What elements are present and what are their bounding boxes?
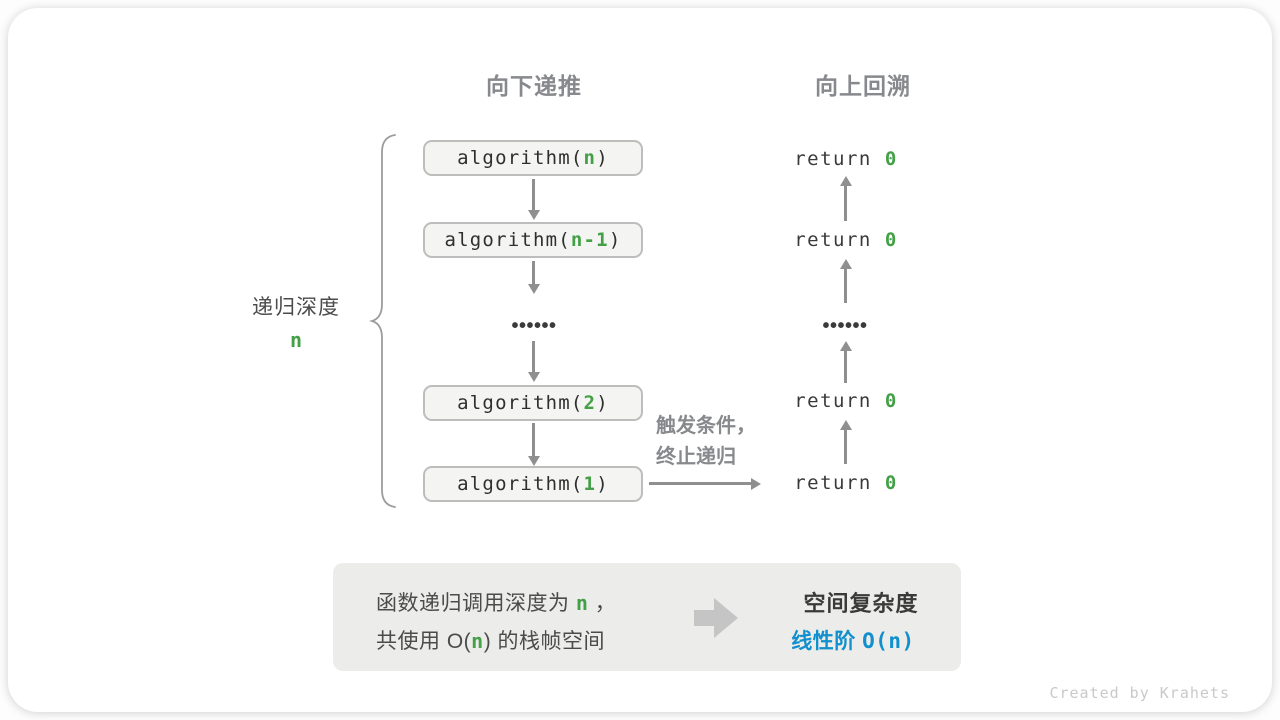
ellipsis-right: •••••• [822,315,868,337]
call-box-2: algorithm(2) [423,385,643,421]
text-segment: 函数递归调用深度为 [376,592,576,615]
text-segment: n [575,591,589,615]
up-arrow-icon [844,186,847,221]
ellipsis-left: •••••• [511,315,557,337]
down-arrow-icon [532,341,535,372]
brace-icon [368,134,396,508]
trigger-note-line2: 终止递归 [656,446,736,468]
call-text: algorithm( [457,392,584,414]
return-value: 0 [884,148,898,170]
return-text: return [794,229,885,251]
call-text: ) [596,147,609,169]
call-text: algorithm( [444,229,571,251]
up-arrow-icon [844,430,847,464]
call-text: ) [596,473,609,495]
call-box-n-1: algorithm(n-1) [423,222,643,258]
return-value: 0 [884,472,898,494]
text-segment: n [471,629,484,653]
return-text: return [794,148,885,170]
return-line: return 0 [756,148,936,170]
header-descend: 向下递推 [486,73,582,99]
depth-value: n [289,328,303,352]
trigger-note-line1: 触发条件， [656,415,756,437]
return-text: return [794,390,885,412]
call-box-n: algorithm(n) [423,140,643,176]
down-arrow-icon [532,179,535,210]
return-text: return [794,472,885,494]
down-arrow-icon [532,423,535,456]
summary-line2: 共使用 O(n) 的栈帧空间 [376,625,605,655]
text-segment: O(n) [862,629,915,653]
call-text: ) [596,392,609,414]
complexity-title: 空间复杂度 [803,591,919,616]
header-backtrack: 向上回溯 [815,73,911,99]
depth-label: 递归深度 [252,296,340,319]
complexity-value: 线性阶 O(n) [753,625,953,655]
summary-panel [333,563,961,671]
call-arg: 2 [583,392,597,414]
return-line: return 0 [756,229,936,251]
call-text: algorithm( [457,473,584,495]
diagram-card: 向下递推 向上回溯 递归深度 n algorithm(n) algorithm(… [8,8,1272,712]
call-text: algorithm( [457,147,584,169]
call-arg: n-1 [570,229,609,251]
up-arrow-icon [844,269,847,303]
text-segment: ) 的栈帧空间 [483,630,606,653]
up-arrow-icon [844,351,847,383]
right-arrow-icon [649,482,751,485]
call-box-1: algorithm(1) [423,466,643,502]
text-segment: 线性阶 [791,630,863,653]
text-segment: ， [588,592,617,615]
return-line: return 0 [756,472,936,494]
call-arg: 1 [583,473,597,495]
text-segment: 共使用 O( [376,630,472,653]
block-arrow-icon [694,598,738,638]
return-line: return 0 [756,390,936,412]
watermark: Created by Krahets [1049,684,1230,702]
summary-line1: 函数递归调用深度为 n ， [376,587,616,617]
down-arrow-icon [532,261,535,284]
call-arg: n [583,147,597,169]
return-value: 0 [884,229,898,251]
call-text: ) [608,229,622,251]
return-value: 0 [884,390,898,412]
